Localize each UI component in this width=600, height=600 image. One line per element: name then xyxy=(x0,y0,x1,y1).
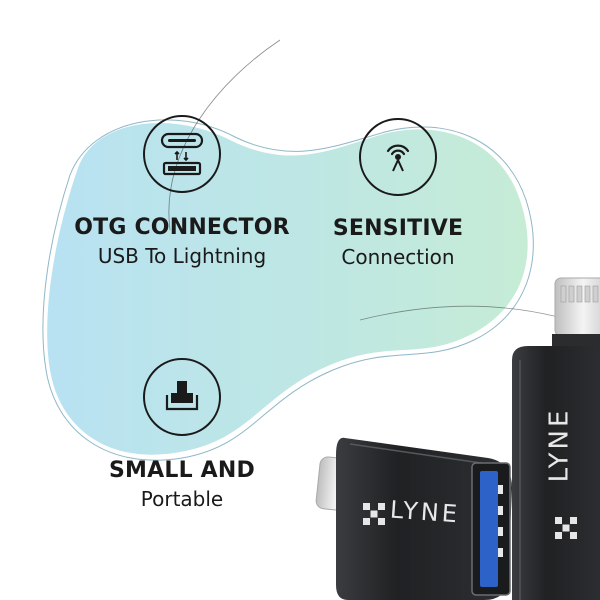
feature-small-portable: SMALL AND Portable xyxy=(82,358,282,511)
adapter-front xyxy=(315,437,512,600)
feature-title: SMALL AND xyxy=(109,458,255,483)
brand-logo-vertical: LYNE xyxy=(544,407,575,483)
feature-sensitive-connection: SENSITIVE Connection xyxy=(318,118,478,269)
compact-size-icon xyxy=(143,358,221,436)
adapter-vertical xyxy=(512,277,600,600)
feature-subtitle: USB To Lightning xyxy=(97,244,267,268)
feature-subtitle: Portable xyxy=(140,487,224,511)
feature-otg-connector: OTG CONNECTOR USB To Lightning xyxy=(62,115,302,268)
blob-outline xyxy=(42,119,534,461)
usb-c-port-icon xyxy=(143,115,221,193)
feature-title: OTG CONNECTOR xyxy=(74,215,290,240)
feature-subtitle: Connection xyxy=(341,245,455,269)
antenna-signal-icon xyxy=(359,118,437,196)
brand-logo-front: LYNE xyxy=(389,495,461,529)
feature-title: SENSITIVE xyxy=(332,216,464,241)
